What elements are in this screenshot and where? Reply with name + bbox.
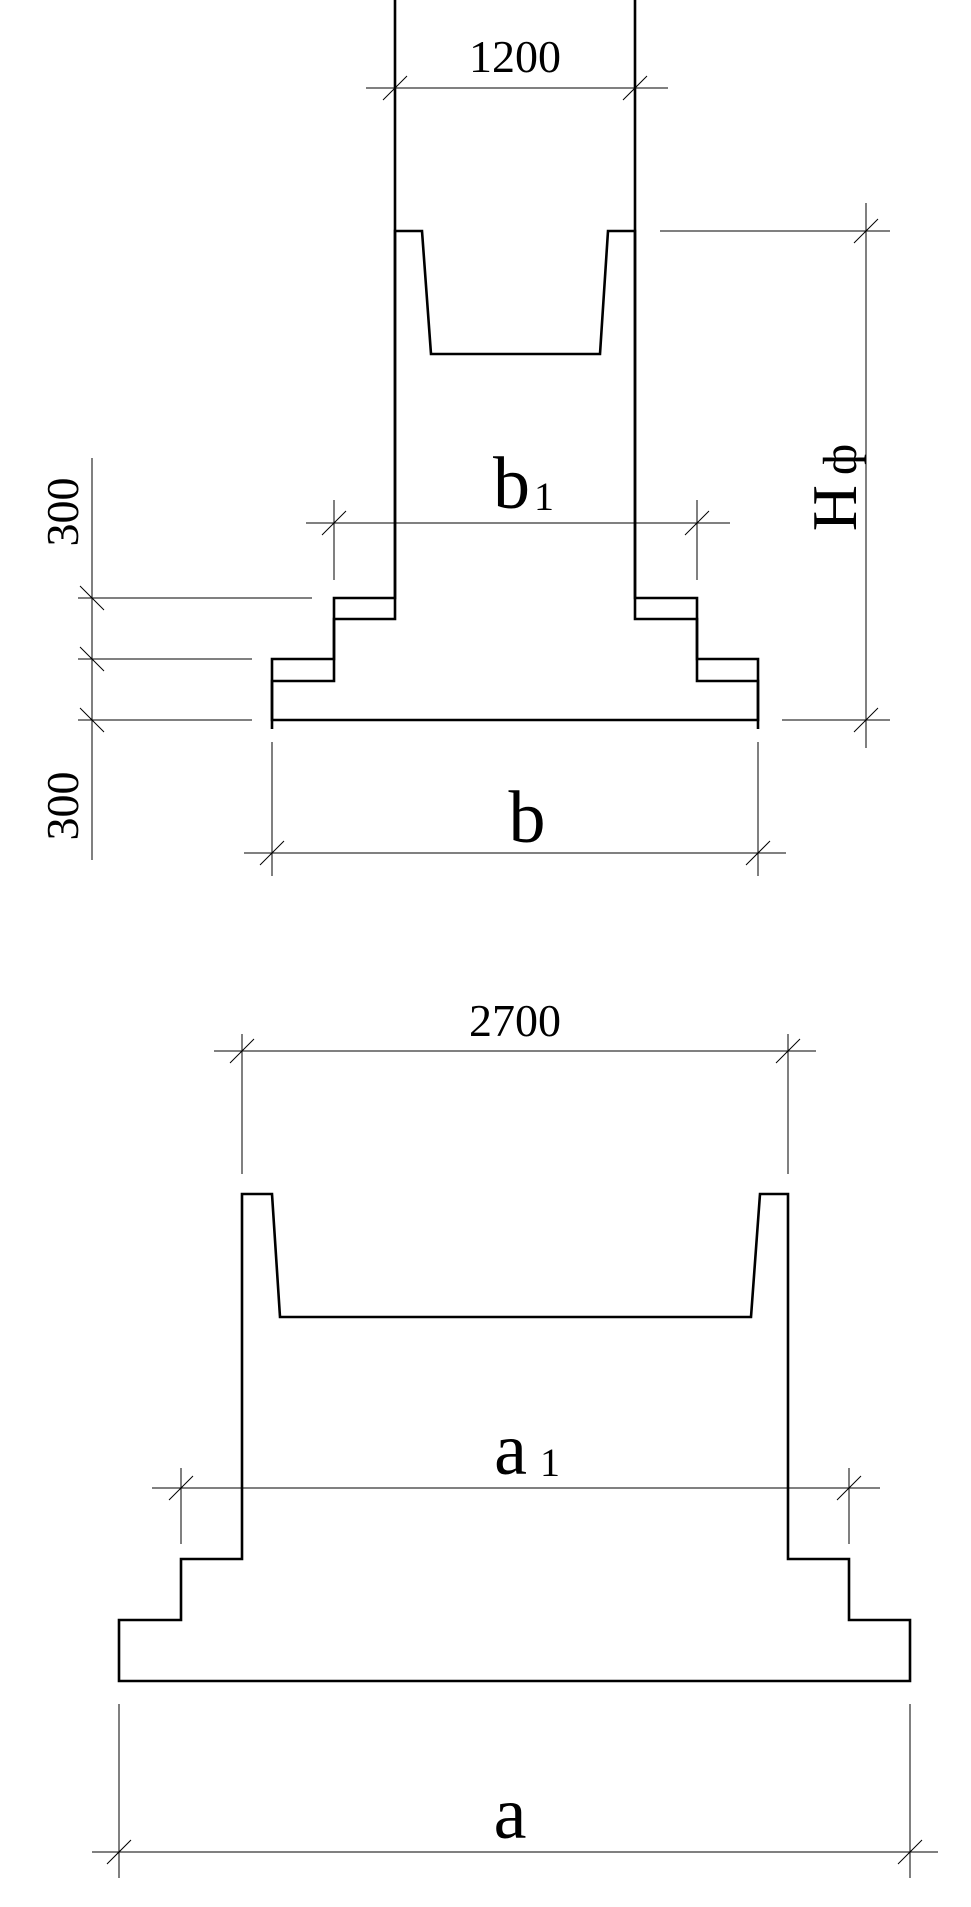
dim-a-tick-right: [897, 1839, 923, 1865]
dim-b-tick-right: [745, 840, 771, 866]
dim-steps-tick-1: [79, 585, 105, 611]
dim-b-tick-left: [259, 840, 285, 866]
dim-a1-tick-left: [168, 1475, 194, 1501]
dim-2700-tick-left: [229, 1038, 255, 1064]
longitudinal-view: 2700 a 1 a: [92, 995, 938, 1878]
section-foundation-outline: [270, 0, 760, 729]
dim-h-subscript: ф: [814, 444, 867, 475]
dim-a-label: a: [494, 1773, 527, 1855]
dim-1200-tick-left: [382, 75, 408, 101]
dim-2700-label: 2700: [469, 995, 561, 1046]
dim-2700-tick-right: [775, 1038, 801, 1064]
dim-a1-label: a: [494, 1409, 527, 1491]
dim-1200-label: 1200: [469, 31, 561, 82]
dim-1200-tick-right: [622, 75, 648, 101]
dim-b1-subscript: 1: [534, 474, 554, 519]
dim-step-upper-label: 300: [37, 478, 88, 547]
dim-b-label: b: [509, 777, 546, 859]
dim-h-tick-bottom: [853, 707, 879, 733]
section-outline: [270, 229, 760, 722]
dim-h-label-group: H ф: [799, 444, 870, 531]
dim-steps-tick-2: [79, 646, 105, 672]
dim-step-lower-label: 300: [37, 772, 88, 841]
dim-steps-tick-3: [79, 707, 105, 733]
longitudinal-outline: [117, 1192, 912, 1683]
section-view: 1200 H ф b 1 300 300 b: [37, 0, 890, 876]
dim-b1-tick-right: [684, 510, 710, 536]
dim-a1-subscript: 1: [540, 1440, 560, 1485]
dim-a-tick-left: [106, 1839, 132, 1865]
dim-h-tick-top: [853, 218, 879, 244]
dim-h-label: H: [799, 485, 870, 531]
dim-b1-tick-left: [321, 510, 347, 536]
dim-b1-label: b: [493, 443, 530, 525]
dim-a1-tick-right: [836, 1475, 862, 1501]
